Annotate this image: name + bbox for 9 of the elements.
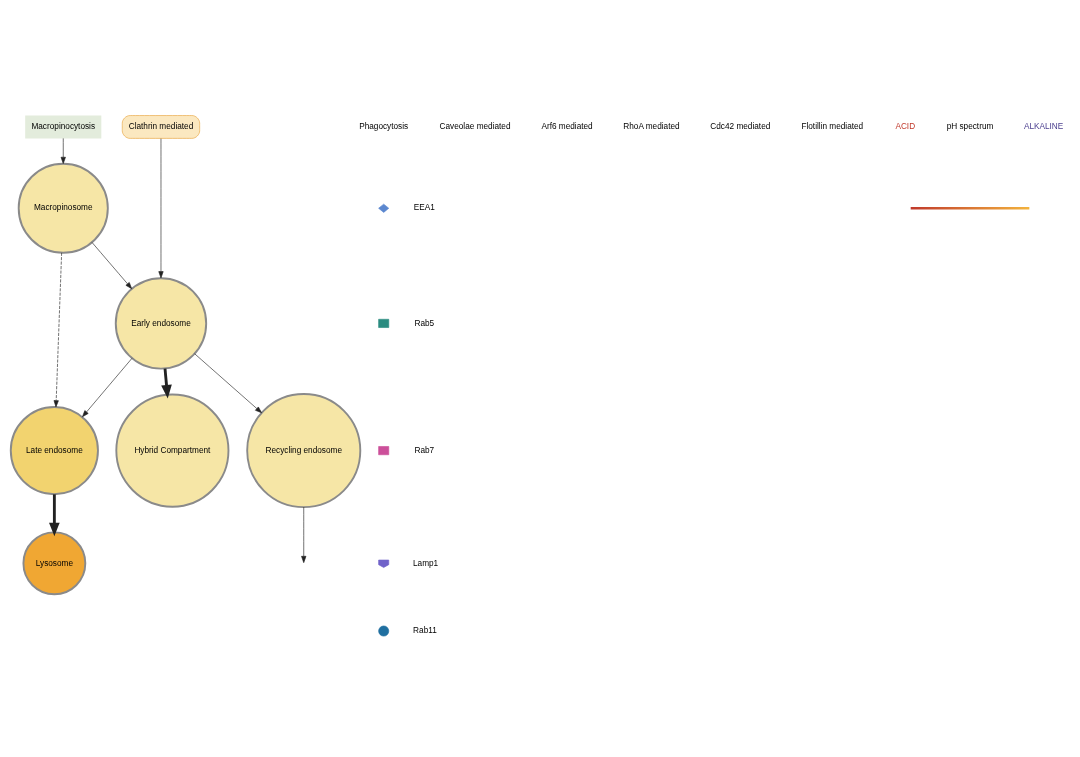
arrow bbox=[82, 357, 133, 417]
arrow bbox=[60, 137, 66, 164]
arrow bbox=[158, 137, 164, 278]
arrow bbox=[161, 368, 172, 399]
arrow bbox=[194, 352, 262, 413]
arrow bbox=[301, 506, 307, 563]
arrow bbox=[49, 493, 60, 536]
arrow bbox=[91, 241, 133, 289]
arrow bbox=[53, 252, 62, 407]
